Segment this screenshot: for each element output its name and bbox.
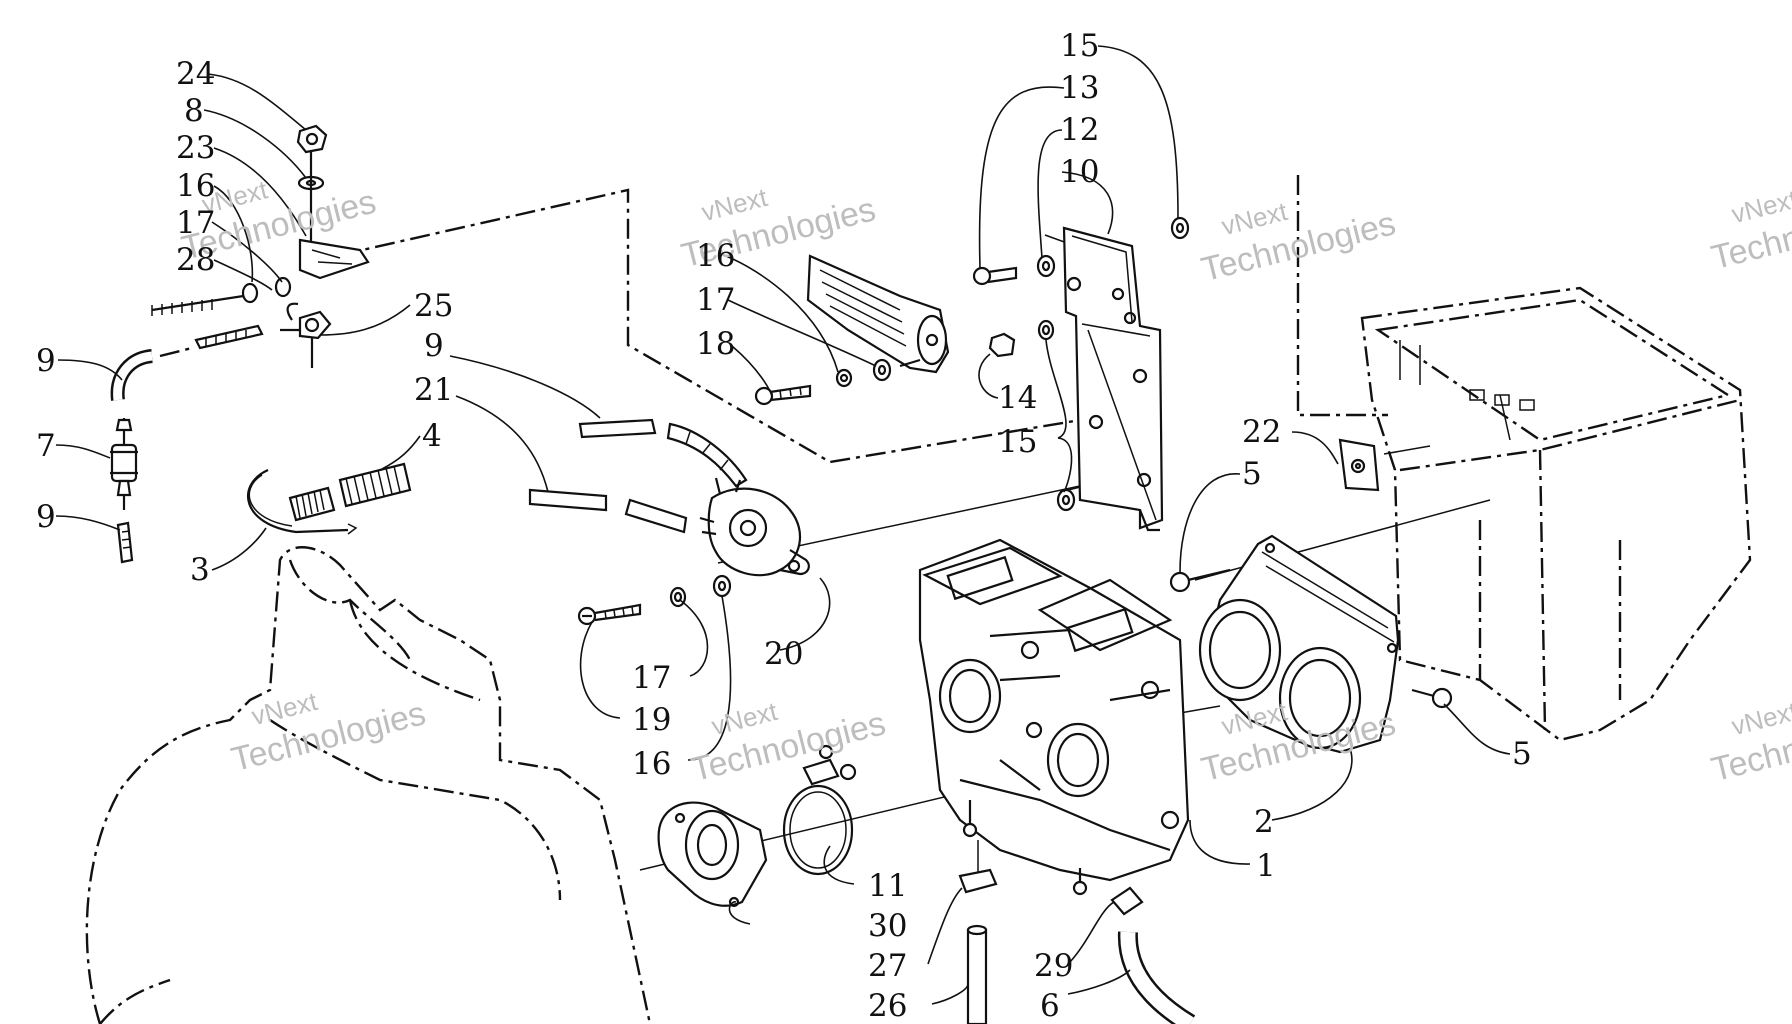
decal-plate bbox=[1338, 438, 1431, 492]
drain-tube bbox=[958, 868, 998, 1024]
fuel-pump bbox=[699, 477, 810, 577]
airbox-outline bbox=[1360, 286, 1752, 742]
label-29: 29 bbox=[1034, 948, 1073, 984]
label-18: 18 bbox=[696, 326, 735, 362]
fuel-valve-assembly bbox=[151, 124, 370, 368]
carburetor-body bbox=[918, 538, 1190, 896]
clamp-ring bbox=[782, 744, 857, 876]
label-26: 26 bbox=[868, 988, 907, 1024]
fuel-hose-short bbox=[116, 521, 134, 564]
label-27: 27 bbox=[868, 948, 907, 984]
label-16: 16 bbox=[176, 168, 215, 204]
label-7: 7 bbox=[36, 428, 56, 464]
label-2: 2 bbox=[1254, 804, 1274, 840]
label-9: 9 bbox=[36, 343, 56, 379]
label-22: 22 bbox=[1242, 414, 1281, 450]
label-4: 4 bbox=[422, 418, 442, 454]
label-16: 16 bbox=[632, 746, 671, 782]
screen-block bbox=[754, 254, 950, 406]
watermarks: vNext Technologies vNext Technologies vN… bbox=[178, 174, 1792, 789]
label-14: 14 bbox=[998, 380, 1037, 416]
label-15: 15 bbox=[1060, 28, 1099, 64]
label-6: 6 bbox=[1040, 988, 1060, 1024]
label-21: 21 bbox=[414, 372, 453, 408]
vent-hose bbox=[1110, 886, 1196, 1024]
label-15: 15 bbox=[998, 424, 1037, 460]
assembly-lines bbox=[339, 175, 1491, 890]
label-23: 23 bbox=[176, 130, 215, 166]
label-5: 5 bbox=[1512, 736, 1532, 772]
label-20: 20 bbox=[764, 636, 803, 672]
engine-outline bbox=[85, 546, 652, 1024]
fuel-filter bbox=[110, 418, 138, 510]
mounting-bracket bbox=[972, 216, 1190, 532]
pump-screw-set bbox=[577, 574, 732, 626]
label-13: 13 bbox=[1060, 70, 1099, 106]
label-17: 17 bbox=[696, 282, 735, 318]
label-9: 9 bbox=[424, 328, 444, 364]
intake-silencer bbox=[1169, 534, 1453, 754]
label-17: 17 bbox=[632, 660, 671, 696]
leader-lines bbox=[55, 45, 1511, 1005]
label-25: 25 bbox=[414, 288, 453, 324]
label-19: 19 bbox=[632, 702, 671, 738]
label-17: 17 bbox=[176, 205, 215, 241]
label-12: 12 bbox=[1060, 112, 1099, 148]
label-3: 3 bbox=[190, 552, 210, 588]
label-1: 1 bbox=[1256, 848, 1276, 884]
label-10: 10 bbox=[1060, 154, 1099, 190]
label-30: 30 bbox=[868, 908, 907, 944]
label-8: 8 bbox=[184, 93, 204, 129]
label-9: 9 bbox=[36, 499, 56, 535]
springs-assembly bbox=[246, 462, 412, 535]
label-11: 11 bbox=[868, 868, 907, 904]
label-16: 16 bbox=[696, 238, 735, 274]
part-labels: 24 8 23 16 17 28 25 9 7 9 3 4 9 21 16 17… bbox=[36, 28, 1532, 1024]
label-5: 5 bbox=[1242, 456, 1262, 492]
label-24: 24 bbox=[176, 56, 215, 92]
fuel-hose-upper bbox=[110, 349, 154, 401]
fuel-hoses-center bbox=[528, 418, 748, 534]
flange-adapter bbox=[657, 801, 768, 908]
label-28: 28 bbox=[176, 242, 215, 278]
